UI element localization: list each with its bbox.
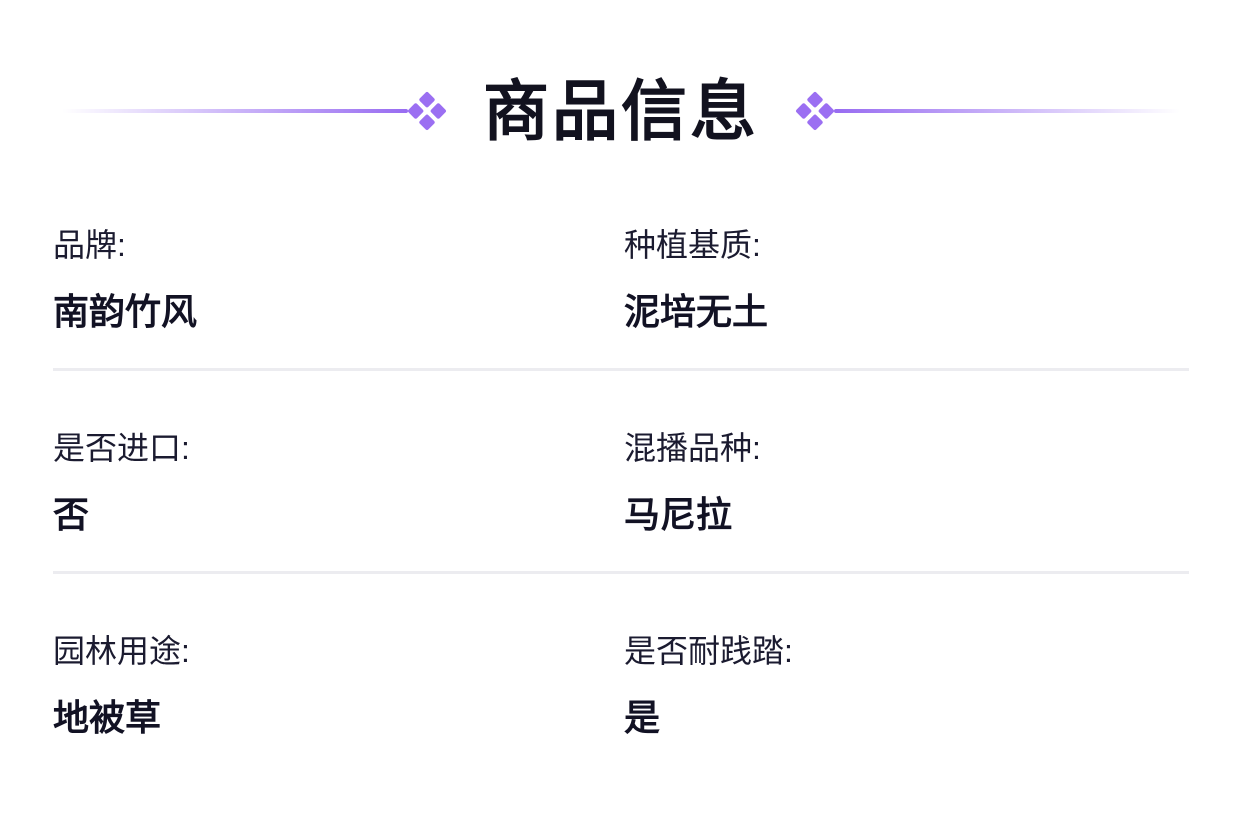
section-header: 商品信息 (0, 76, 1242, 146)
attribute-label: 是否耐践踏: (624, 633, 793, 669)
attribute-label: 品牌: (53, 227, 126, 263)
diamond-cluster-icon (795, 91, 835, 131)
attribute-label: 混播品种: (624, 430, 761, 466)
header-line-left (62, 109, 408, 113)
attribute-value: 地被草 (53, 697, 162, 738)
attribute-garden-use: 园林用途: 地被草 (53, 632, 618, 740)
attribute-value: 否 (53, 494, 90, 535)
product-attributes-list: 品牌: 南韵竹风 种植基质: 泥培无土 是否进口: 否 混播品种: 马尼拉 园林… (0, 226, 1242, 740)
attribute-value: 是 (624, 697, 661, 738)
attribute-value: 马尼拉 (624, 494, 733, 535)
attribute-row: 园林用途: 地被草 是否耐践踏: 是 (53, 574, 1189, 740)
attribute-label: 园林用途: (53, 633, 190, 669)
attribute-label: 种植基质: (624, 227, 761, 263)
attribute-mixed-variety: 混播品种: 马尼拉 (624, 429, 1189, 537)
header-line-right (834, 109, 1180, 113)
attribute-substrate: 种植基质: 泥培无土 (624, 226, 1189, 334)
diamond-cluster-icon (407, 91, 447, 131)
attribute-brand: 品牌: 南韵竹风 (53, 226, 618, 334)
attribute-label: 是否进口: (53, 430, 190, 466)
attribute-trample-resistant: 是否耐践踏: 是 (624, 632, 1189, 740)
attribute-row: 品牌: 南韵竹风 种植基质: 泥培无土 (53, 226, 1189, 371)
attribute-row: 是否进口: 否 混播品种: 马尼拉 (53, 371, 1189, 574)
attribute-value: 泥培无土 (624, 291, 769, 332)
attribute-imported: 是否进口: 否 (53, 429, 618, 537)
page-title: 商品信息 (483, 74, 759, 148)
attribute-value: 南韵竹风 (53, 291, 198, 332)
